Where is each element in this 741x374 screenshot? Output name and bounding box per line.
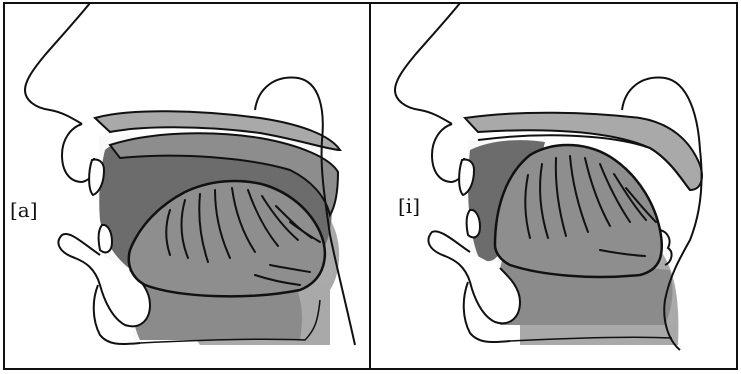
panel-i-tongue [495, 145, 662, 277]
panel-a-lower-incisor [99, 225, 112, 252]
panel-i-label: [i] [398, 194, 420, 218]
panel-i-lower-incisor [467, 210, 480, 237]
panel-a: [a] [10, 3, 355, 345]
panel-a-nose-profile [25, 3, 90, 124]
panel-a-label: [a] [10, 198, 38, 222]
panel-i: [i] [395, 3, 702, 350]
panel-i-nose-profile [395, 3, 460, 124]
